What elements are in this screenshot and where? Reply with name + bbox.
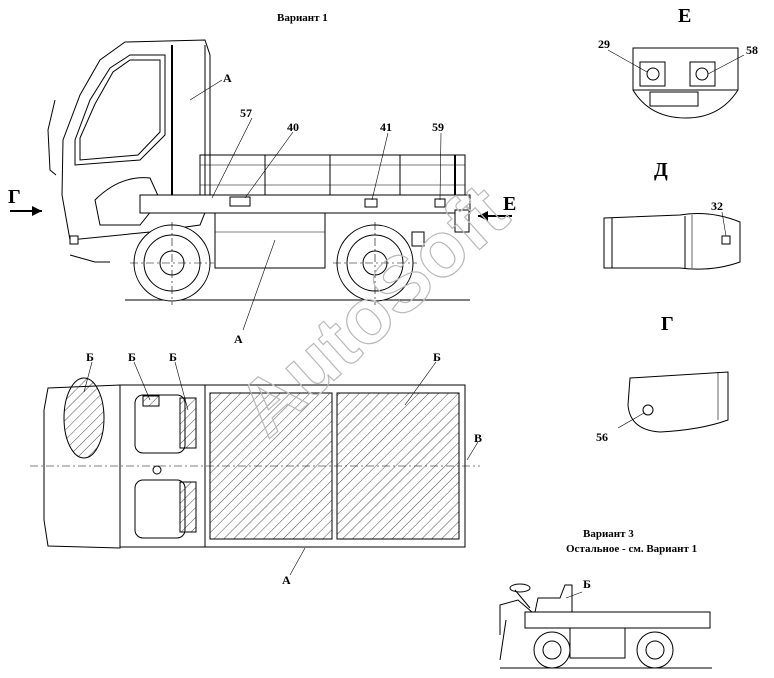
callout-b4: Б <box>433 350 441 364</box>
mirror-bracket <box>47 99 57 176</box>
v3-front-wheel <box>533 631 571 669</box>
tank-a <box>214 212 326 269</box>
callout-v: В <box>474 431 482 445</box>
rear-wheel <box>333 222 417 305</box>
arrow-label-g: Г <box>8 186 21 208</box>
v3-rear-wheel <box>636 631 674 669</box>
variant-3-vehicle: Б <box>499 577 712 669</box>
title-variant-3-note: Остальное - см. Вариант 1 <box>566 543 697 555</box>
callout-32: 32 <box>711 199 723 213</box>
view-g: Г 56 <box>596 313 729 444</box>
callout-56: 56 <box>596 430 608 444</box>
v3-front-frame <box>499 599 533 635</box>
view-d: Д 32 <box>603 159 741 270</box>
side-view: Г Е А 57 40 41 59 А <box>8 39 516 346</box>
callout-b3: Б <box>169 350 177 364</box>
view-g-title: Г <box>661 313 674 335</box>
v3-tank <box>569 627 626 659</box>
callout-41: 41 <box>380 120 392 134</box>
v3-steering-wheel <box>509 583 531 593</box>
rear-light <box>454 209 470 233</box>
callout-b2: Б <box>128 350 136 364</box>
view-e-body <box>632 47 739 119</box>
callout-29: 29 <box>598 37 610 51</box>
view-e-socket-58 <box>689 61 716 87</box>
cab-window-inner <box>79 59 161 161</box>
callout-a-cab: А <box>223 71 232 85</box>
platform-side <box>199 154 466 196</box>
callout-b1: Б <box>86 350 94 364</box>
front-light <box>69 235 79 245</box>
view-g-socket-56 <box>642 404 654 416</box>
view-e-title: Е <box>678 5 691 27</box>
view-d-title: Д <box>654 159 668 181</box>
view-d-body <box>603 213 741 270</box>
cab-window <box>74 54 166 166</box>
top-hatch-b1 <box>63 377 105 459</box>
arrow-label-e: Е <box>503 193 516 215</box>
view-g-body <box>627 371 729 433</box>
callout-40: 40 <box>287 120 299 134</box>
callout-a-top: А <box>282 573 291 587</box>
v3-frame <box>524 611 711 629</box>
wheel-arch-front <box>94 177 161 226</box>
view-e: Е 29 58 <box>598 5 758 119</box>
callout-59: 59 <box>432 120 444 134</box>
v3-seat <box>534 584 573 613</box>
callout-57: 57 <box>240 106 252 120</box>
callout-58: 58 <box>746 43 758 57</box>
view-e-socket-29 <box>639 61 666 87</box>
title-variant-3: Вариант 3 <box>583 528 634 540</box>
top-view: Б Б Б Б В А <box>30 350 482 587</box>
front-wheel <box>130 222 214 305</box>
callout-a-tank: А <box>234 332 243 346</box>
title-variant-1: Вариант 1 <box>277 12 328 24</box>
callout-b5: Б <box>583 577 591 591</box>
